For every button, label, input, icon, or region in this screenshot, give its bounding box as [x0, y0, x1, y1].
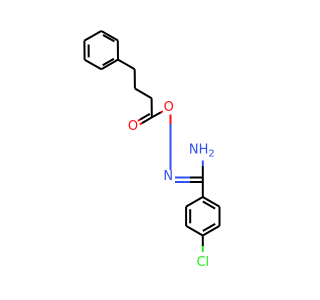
chlorine-label: Cl — [196, 255, 209, 270]
carbonyl-double-bond — [137, 118, 141, 122]
phenyl-bond — [100, 30, 119, 42]
amine-group-label: NH2 — [189, 142, 215, 159]
aromatic-inner-bond — [102, 57, 115, 67]
amidoxime-group: N NH2 — [163, 142, 215, 197]
aryl-bond — [185, 225, 204, 237]
aromatic-inner-bond — [202, 200, 216, 210]
carbonyl-double-bond — [139, 122, 143, 126]
carbonyl-double-bond — [139, 113, 151, 121]
ester-linkage: O — [151, 100, 174, 170]
carbonyl-group: O — [128, 113, 153, 134]
aryl-bond — [185, 196, 204, 208]
chain-bond — [134, 87, 153, 100]
ester-bond — [160, 110, 164, 114]
chain-bond — [117, 58, 136, 71]
aromatic-inner-bond — [102, 34, 115, 43]
molecule-structure-diagram: O O N NH2 Cl — [83, 30, 221, 270]
phenyl-bond — [84, 58, 102, 71]
aryl-bond — [202, 196, 220, 208]
aryl-bond — [202, 225, 220, 237]
carbonyl-double-bond — [141, 116, 153, 124]
ester-oxygen-label: O — [164, 100, 174, 115]
imine-nitrogen-label: N — [163, 169, 173, 184]
aromatic-inner-bond — [202, 223, 216, 232]
chlorophenyl-ring: Cl — [185, 196, 221, 270]
phenyl-bond — [83, 30, 102, 42]
molecule-canvas: O O N NH2 Cl — [83, 30, 221, 270]
phenyl-bond — [100, 58, 119, 71]
alkyl-chain — [117, 58, 153, 118]
carbonyl-oxygen-label: O — [128, 119, 138, 134]
phenyl-ring — [83, 30, 119, 71]
ester-bond — [151, 111, 162, 119]
